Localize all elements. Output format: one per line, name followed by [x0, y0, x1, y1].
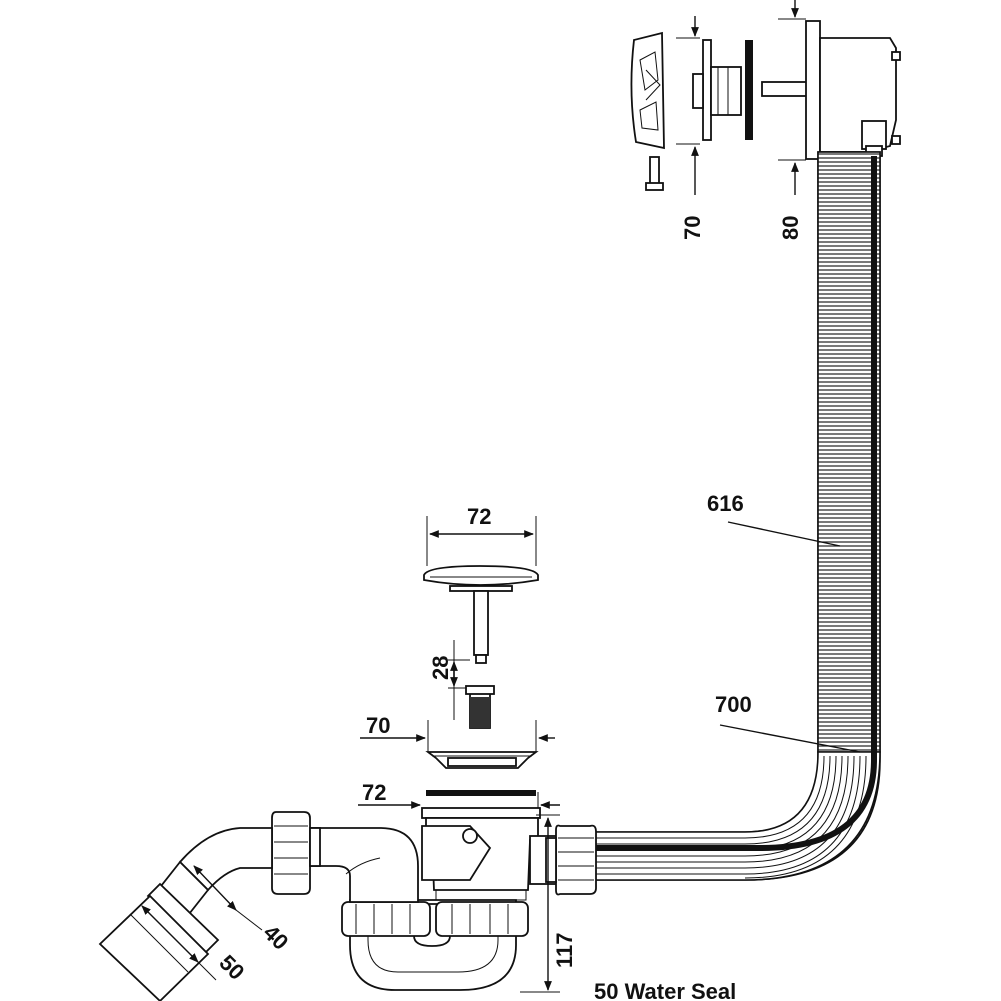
overflow-screw	[645, 156, 664, 191]
water-seal-label: 50 Water Seal	[594, 979, 736, 1001]
leader-616: 616	[707, 491, 841, 547]
dimension-label-40: 40	[258, 920, 293, 955]
trap-nut-left	[341, 901, 431, 937]
strainer	[425, 751, 539, 769]
overflow-cap	[630, 31, 665, 150]
dimension-label-28: 28	[428, 656, 453, 680]
flexible-overflow-hose	[589, 151, 881, 881]
dimension-plug-diameter: 72	[426, 504, 537, 566]
overflow-body	[761, 20, 901, 160]
control-cable	[488, 156, 877, 851]
waste-body	[421, 790, 563, 901]
threaded-insert	[465, 685, 495, 729]
trap-nut-right	[435, 901, 529, 937]
trap-crossbody	[309, 827, 419, 903]
dimension-overflow-body: 80	[778, 0, 806, 240]
plug-assembly	[423, 565, 539, 664]
dimension-label-616: 616	[707, 491, 744, 516]
dimension-overflow-plate: 70	[676, 16, 705, 240]
outlet-pipe	[98, 882, 220, 1001]
dimension-strainer: 70	[360, 713, 555, 752]
overflow-gasket	[745, 40, 753, 140]
dimension-trap-height: 117	[520, 814, 577, 993]
dimension-waste-flange: 72	[358, 780, 560, 812]
outlet-compression-nut	[271, 811, 321, 895]
dimension-label-70-overflow: 70	[680, 216, 705, 240]
dimension-label-80-overflow: 80	[778, 216, 803, 240]
leader-700: 700	[715, 692, 861, 753]
dimension-label-117: 117	[552, 933, 577, 969]
overflow-backplate	[692, 39, 742, 141]
dimension-label-72-waste: 72	[362, 780, 386, 805]
dimension-label-72-plug: 72	[467, 504, 491, 529]
dimension-label-50: 50	[214, 950, 249, 985]
dimension-plug-stem: 28	[428, 640, 470, 720]
dimension-label-70-strainer: 70	[366, 713, 390, 738]
dimension-label-700: 700	[715, 692, 752, 717]
